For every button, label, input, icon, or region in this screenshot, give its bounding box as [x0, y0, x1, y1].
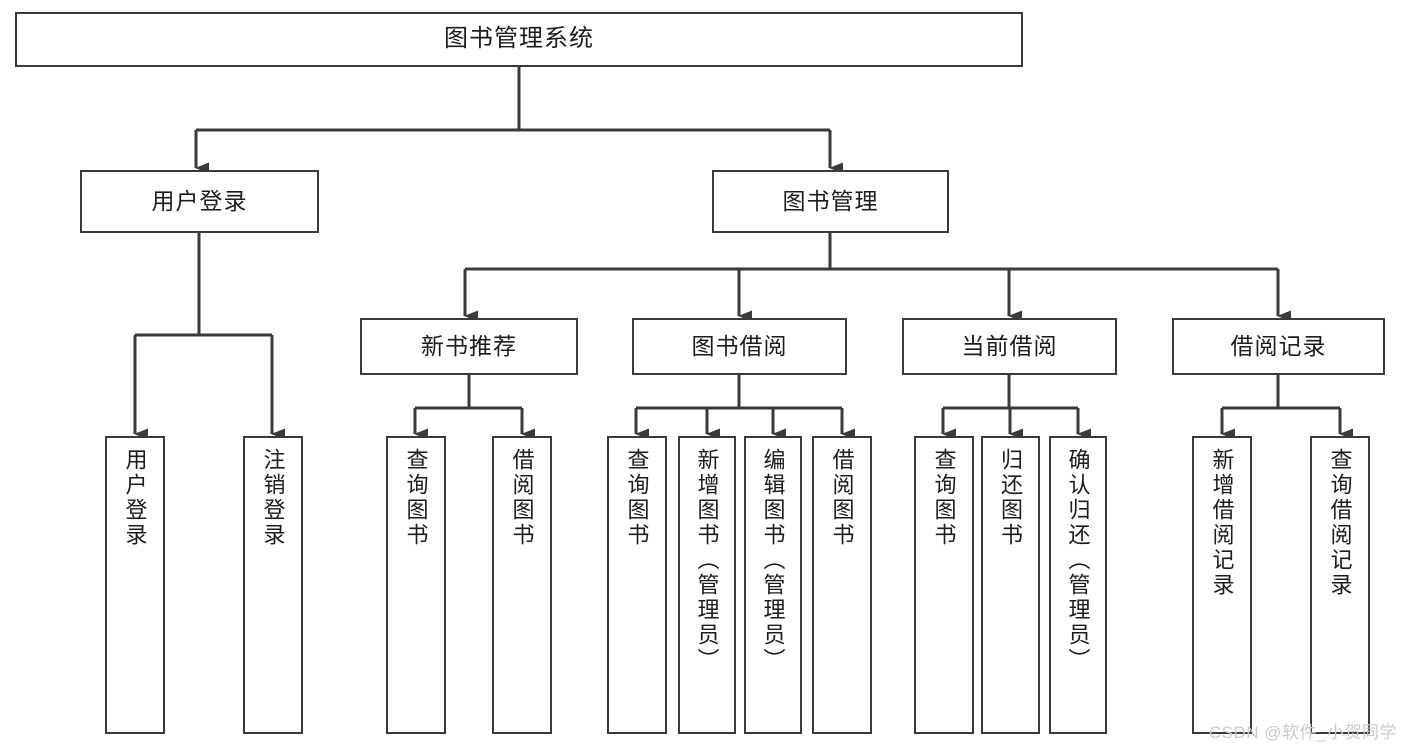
csdn-watermark: CSDN @软件_小贺同学: [1208, 723, 1397, 742]
leaf-query-book-borrow[interactable]: 查询图书: [607, 436, 667, 734]
node-label: 新增借阅记录: [1209, 448, 1235, 598]
node-label: 确认归还（管理员）: [1065, 448, 1091, 673]
node-new-book-recommend[interactable]: 新书推荐: [360, 318, 578, 375]
leaf-logout-login[interactable]: 注销登录: [243, 436, 303, 734]
leaf-add-borrow-record[interactable]: 新增借阅记录: [1192, 436, 1252, 734]
leaf-borrow-book-recommend[interactable]: 借阅图书: [492, 436, 552, 734]
node-label: 图书管理系统: [444, 25, 594, 53]
leaf-borrow-book[interactable]: 借阅图书: [812, 436, 872, 734]
leaf-query-book-recommend[interactable]: 查询图书: [386, 436, 446, 734]
leaf-user-login[interactable]: 用户登录: [105, 436, 165, 734]
node-label: 借阅记录: [1230, 332, 1327, 359]
node-label: 当前借阅: [961, 332, 1058, 359]
node-label: 用户登录: [122, 448, 148, 548]
leaf-query-borrow-record[interactable]: 查询借阅记录: [1310, 436, 1370, 734]
node-borrow-record[interactable]: 借阅记录: [1172, 318, 1385, 375]
node-label: 编辑图书（管理员）: [760, 448, 786, 673]
leaf-edit-book[interactable]: 编辑图书（管理员）: [744, 436, 802, 734]
node-label: 查询借阅记录: [1327, 448, 1353, 598]
node-label: 归还图书: [998, 448, 1024, 548]
node-label: 用户登录: [151, 187, 248, 214]
node-label: 图书借阅: [691, 332, 788, 359]
node-label: 注销登录: [260, 448, 286, 548]
node-label: 借阅图书: [509, 448, 535, 548]
leaf-add-book[interactable]: 新增图书（管理员）: [678, 436, 736, 734]
node-label: 新书推荐: [421, 332, 517, 359]
leaf-query-book-current[interactable]: 查询图书: [914, 436, 974, 734]
node-current-borrow[interactable]: 当前借阅: [902, 318, 1117, 375]
node-label: 查询图书: [624, 448, 650, 548]
node-label: 查询图书: [931, 448, 957, 548]
node-book-manage[interactable]: 图书管理: [712, 170, 949, 233]
node-label: 查询图书: [403, 448, 429, 548]
leaf-confirm-return[interactable]: 确认归还（管理员）: [1049, 436, 1107, 734]
node-label: 图书管理: [782, 187, 879, 214]
leaf-return-book[interactable]: 归还图书: [981, 436, 1040, 734]
node-book-borrow[interactable]: 图书借阅: [632, 318, 847, 375]
node-root-system[interactable]: 图书管理系统: [15, 12, 1023, 67]
node-label: 借阅图书: [829, 448, 855, 548]
node-label: 新增图书（管理员）: [694, 448, 720, 673]
node-user-login[interactable]: 用户登录: [80, 170, 319, 233]
